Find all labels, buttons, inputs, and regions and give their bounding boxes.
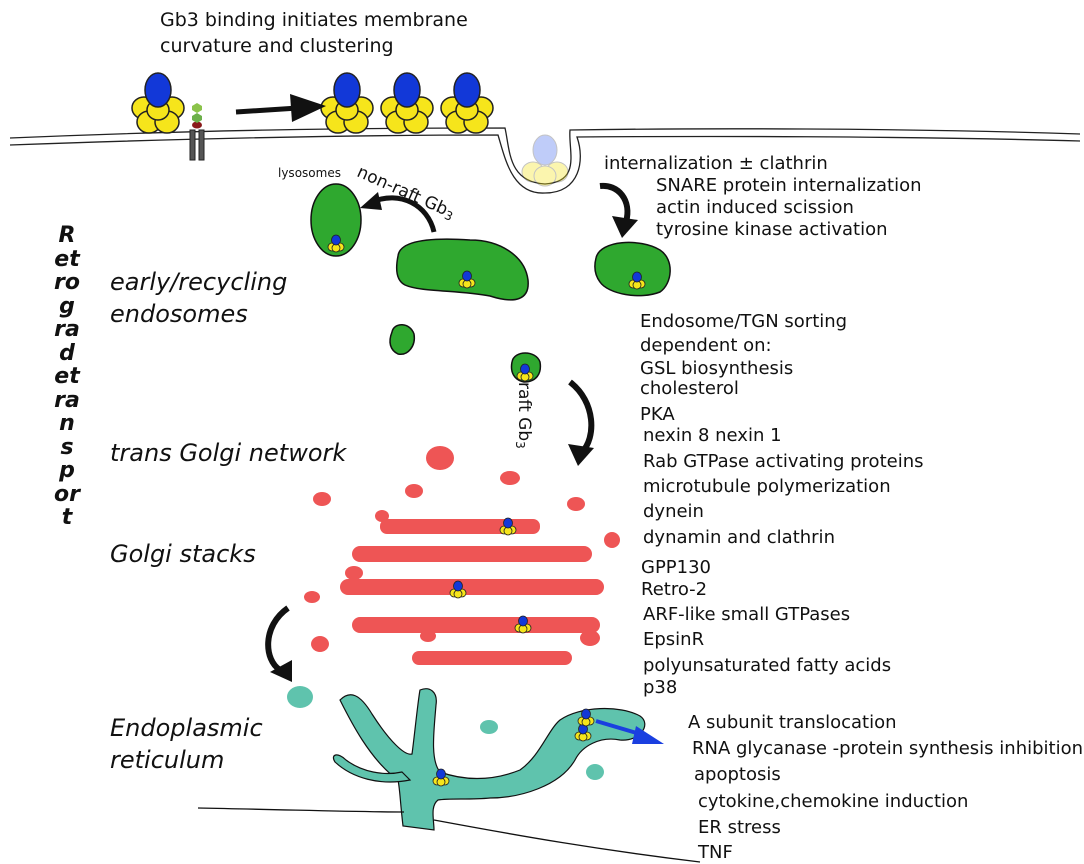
- region-er-line-1: Endoplasmic: [110, 714, 263, 742]
- region-early-endosomes-line-2: endosomes: [110, 300, 248, 328]
- list-item: EpsinR: [643, 629, 705, 650]
- internalizing-toxin: [521, 134, 569, 187]
- region-golgi-stacks: Golgi stacks: [110, 540, 256, 568]
- header-line-2: curvature and clustering: [160, 35, 394, 57]
- list-item: PKA: [640, 404, 675, 425]
- list-item: ER stress: [698, 817, 781, 838]
- list-item: actin induced scission: [656, 197, 854, 218]
- retrograde-transport-label: Retrogradetransport: [54, 223, 80, 530]
- plasma-membrane: [9, 127, 1081, 194]
- header-line-1: Gb3 binding initiates membrane: [160, 9, 468, 31]
- raft-arrow: [568, 379, 595, 466]
- er-base: [197, 807, 701, 863]
- raft-label-sub: 3: [513, 441, 527, 449]
- list-item: Retro-2: [641, 579, 708, 600]
- shiga-toxin: [320, 72, 374, 134]
- golgi-er-arrow: [265, 605, 292, 682]
- list-item: polyunsaturated fatty acids: [643, 655, 892, 676]
- list-item: cholesterol: [640, 378, 739, 399]
- raft-label: raft Gb3: [513, 382, 534, 449]
- region-tgn: trans Golgi network: [110, 439, 347, 467]
- shiga-toxin: [440, 72, 494, 134]
- list-item: p38: [643, 677, 678, 698]
- list-item: Endosome/TGN sorting: [640, 311, 848, 332]
- list-item: cytokine,chemokine induction: [698, 791, 969, 812]
- list-item: ARF-like small GTPases: [643, 604, 851, 625]
- list-item: TNF: [698, 842, 733, 863]
- list-item: tyrosine kinase activation: [656, 219, 888, 240]
- list-item: GPP130: [641, 557, 712, 578]
- list-item: dynamin and clathrin: [643, 527, 835, 548]
- list-item: SNARE protein internalization: [656, 175, 922, 196]
- list-item: A subunit translocation: [688, 712, 897, 733]
- list-item: dynein: [643, 501, 704, 522]
- lysosomes-label: lysosomes: [278, 166, 341, 180]
- region-er-line-2: reticulum: [110, 746, 225, 774]
- er-vesicles: [287, 686, 604, 780]
- internalization-arrow: [599, 182, 638, 238]
- list-item: microtubule polymerization: [643, 476, 891, 497]
- golgi-stacks: [340, 519, 604, 665]
- list-item: nexin 8 nexin 1: [643, 425, 782, 446]
- list-item: Rab GTPase activating proteins: [643, 451, 924, 472]
- list-item: GSL biosynthesis: [640, 358, 794, 379]
- raft-label-text: raft Gb: [514, 382, 534, 442]
- list-item: apoptosis: [694, 764, 781, 785]
- translocation-arrow: [595, 719, 664, 744]
- tgn-vesicles: [304, 446, 620, 652]
- gb3-receptor: [189, 103, 205, 161]
- binding-arrow: [235, 94, 326, 122]
- list-item: RNA glycanase -protein synthesis inhibit…: [692, 738, 1084, 759]
- shiga-toxin: [380, 72, 434, 134]
- endoplasmic-reticulum: [332, 688, 646, 831]
- internalization-label: internalization ± clathrin: [604, 153, 828, 174]
- endosomes: [310, 183, 671, 383]
- shiga-toxin: [131, 72, 185, 134]
- nonraft-arrow: [360, 192, 437, 233]
- region-early-endosomes-line-1: early/recycling: [110, 268, 288, 296]
- list-item: dependent on:: [640, 335, 772, 356]
